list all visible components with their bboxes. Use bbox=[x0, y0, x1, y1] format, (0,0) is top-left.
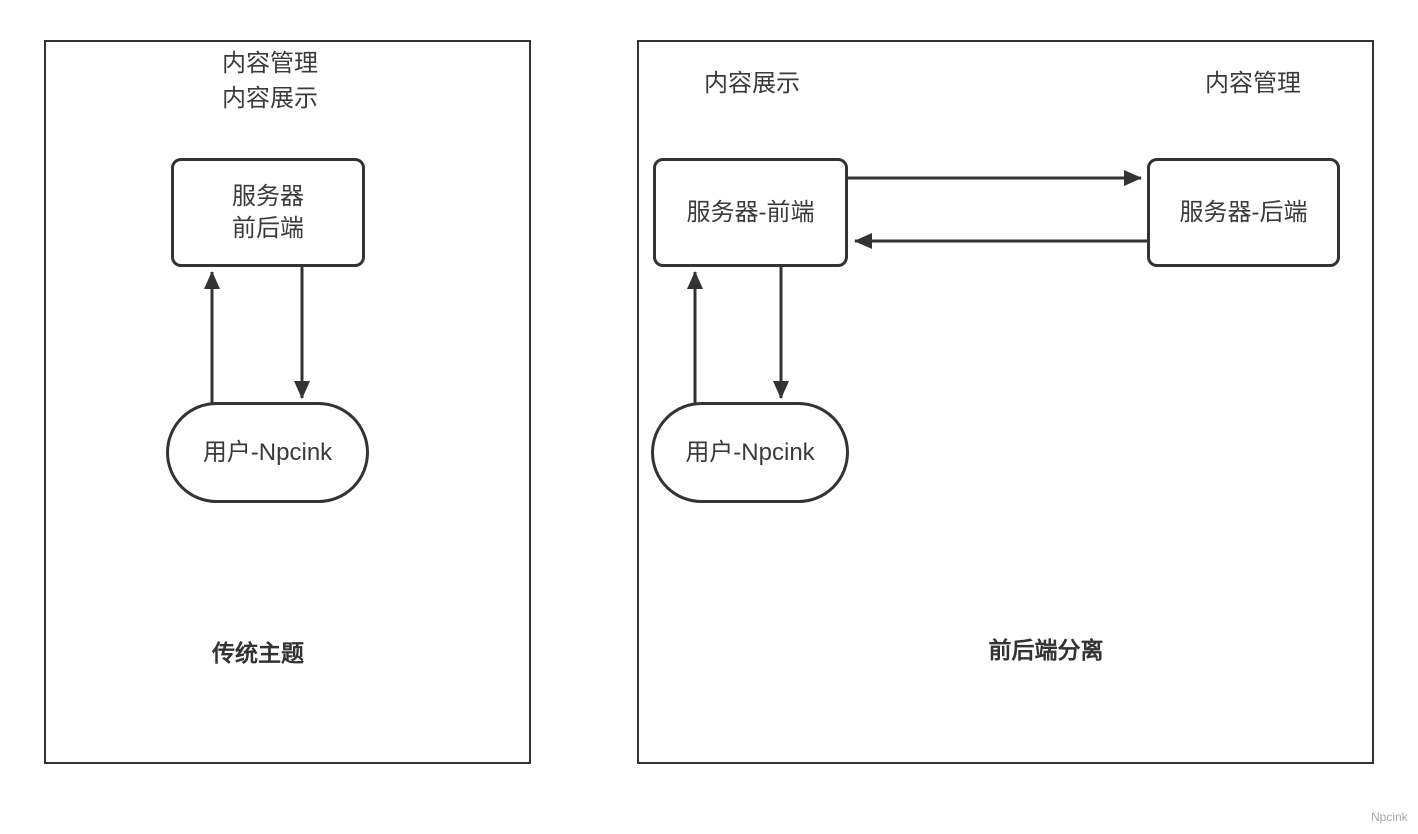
server-backend-label: 服务器-后端 bbox=[1179, 198, 1308, 226]
right-panel-caption: 前后端分离 bbox=[988, 637, 1104, 663]
left-header-line1: 内容管理 bbox=[222, 50, 318, 77]
left-panel-caption: 传统主题 bbox=[212, 640, 304, 666]
user-node-left: 用户-Npcink bbox=[166, 402, 369, 503]
server-frontend-box: 服务器-前端 bbox=[653, 158, 848, 267]
left-panel-header: 内容管理 内容展示 bbox=[165, 46, 375, 116]
user-node-left-label: 用户-Npcink bbox=[202, 438, 333, 466]
server-frontback-box: 服务器 前后端 bbox=[171, 158, 365, 267]
server-backend-box: 服务器-后端 bbox=[1147, 158, 1340, 267]
user-node-right-label: 用户-Npcink bbox=[685, 438, 815, 466]
left-header-line2: 内容展示 bbox=[222, 85, 318, 112]
server-frontend-label: 服务器-前端 bbox=[686, 198, 815, 226]
right-panel-header-display: 内容展示 bbox=[704, 70, 800, 97]
server-box-line2: 前后端 bbox=[232, 214, 304, 242]
server-box-line1: 服务器 bbox=[232, 182, 304, 210]
right-panel-header-manage: 内容管理 bbox=[1205, 70, 1301, 97]
npcink-watermark: Npcink bbox=[1371, 810, 1408, 824]
user-node-right: 用户-Npcink bbox=[651, 402, 849, 503]
